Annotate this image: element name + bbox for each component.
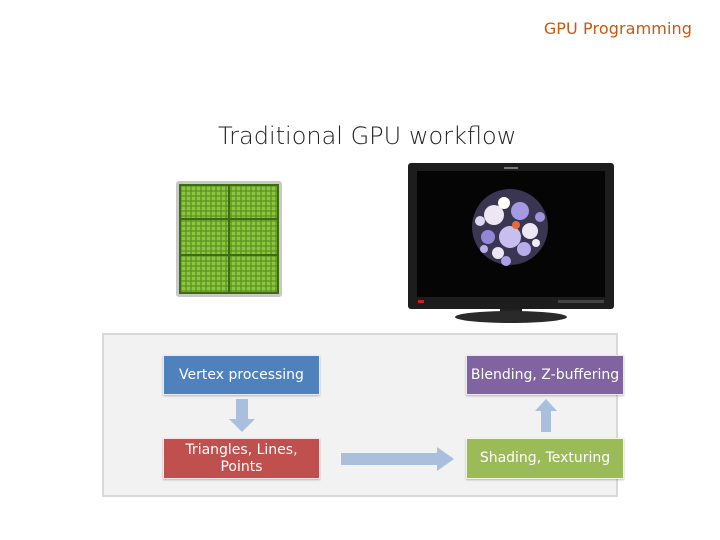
right-arrow-icon — [341, 447, 454, 471]
section-title: GPU Programming — [543, 19, 692, 38]
blending-z-buffering-box: Blending, Z-buffering — [466, 355, 624, 395]
triangles-lines-points-box: Triangles, Lines, Points — [163, 438, 320, 479]
vertex-processing-box: Vertex processing — [163, 355, 320, 395]
down-arrow-icon — [229, 399, 255, 432]
monitor-icon — [408, 163, 614, 323]
up-arrow-icon — [535, 399, 557, 432]
gpu-chip-icon — [176, 181, 282, 297]
shading-texturing-box: Shading, Texturing — [466, 438, 624, 479]
slide-title: Traditional GPU workflow — [218, 122, 517, 150]
